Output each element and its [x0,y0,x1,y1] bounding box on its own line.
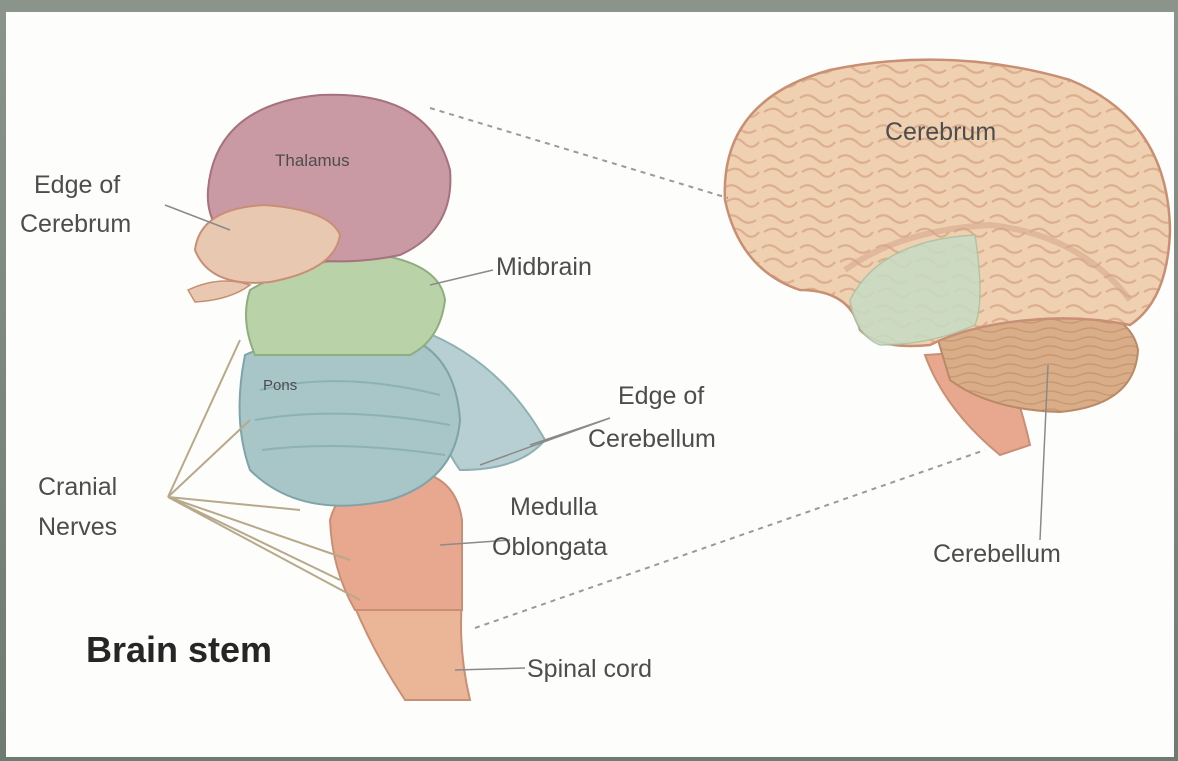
label-cerebellum: Cerebellum [933,540,1061,568]
label-edge-of-cerebrum-line1: Edge of [34,171,120,199]
label-pons: Pons [263,377,297,394]
label-spinal-cord: Spinal cord [527,655,652,683]
cerebrum-edge-tail [188,281,250,302]
label-medulla-line2: Oblongata [492,533,607,561]
label-edge-of-cerebellum-line2: Cerebellum [588,425,716,453]
label-midbrain: Midbrain [496,253,592,281]
label-edge-of-cerebrum-line2: Cerebrum [20,210,131,238]
label-edge-of-cerebellum-line1: Edge of [618,382,704,410]
diagram-title: Brain stem [86,629,272,670]
label-cranial-nerves-line2: Nerves [38,513,117,541]
spinal-cord-shape [352,600,470,700]
label-cerebrum: Cerebrum [885,118,996,146]
connector-top [430,108,728,198]
pons-shape [240,334,460,506]
label-medulla-line1: Medulla [510,493,598,521]
brainstem-illustration [168,95,545,700]
label-thalamus: Thalamus [275,151,350,170]
label-cranial-nerves-line1: Cranial [38,473,117,501]
